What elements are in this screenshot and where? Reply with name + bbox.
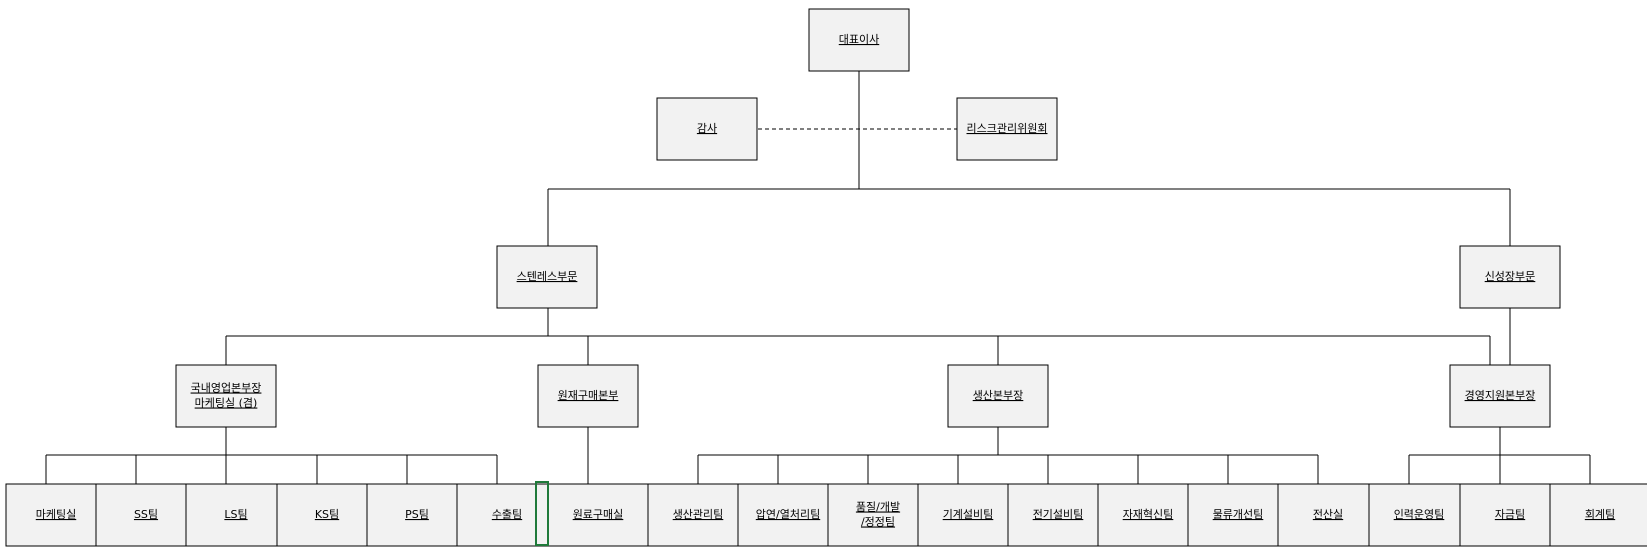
org-node-purchase: 원료구매실 bbox=[547, 483, 649, 547]
org-node-rolling: 압연/열처리팀 bbox=[737, 483, 839, 547]
org-node-label: 인력운영팀 bbox=[1394, 508, 1445, 521]
org-node-label: LS팀 bbox=[224, 508, 247, 521]
org-node-prodmgmt: 생산관리팀 bbox=[647, 483, 749, 547]
org-node-audit: 감사 bbox=[656, 97, 758, 161]
org-node-label: 전산실 bbox=[1313, 508, 1343, 521]
org-node-box bbox=[656, 97, 758, 161]
org-node-label: 생산본부장 bbox=[973, 389, 1024, 402]
org-node-label: 회계팀 bbox=[1585, 508, 1615, 521]
org-node-label: 압연/열처리팀 bbox=[756, 508, 820, 521]
org-node-label: 원재구매본부 bbox=[558, 389, 619, 402]
org-node-label: 자금팀 bbox=[1495, 508, 1525, 521]
org-node-label: 물류개선팀 bbox=[1213, 508, 1264, 521]
org-node-box bbox=[366, 483, 468, 547]
org-node-elec: 전기설비팀 bbox=[1007, 483, 1109, 547]
org-node-box bbox=[1549, 483, 1647, 547]
connector-lines bbox=[45, 71, 1591, 484]
org-node-label: 품질/개발 bbox=[856, 501, 900, 514]
org-node-label: 감사 bbox=[697, 122, 717, 135]
org-node-ceo: 대표이사 bbox=[808, 8, 910, 72]
org-node-label: 전기설비팀 bbox=[1033, 508, 1084, 521]
org-node-label: 마케팅실 bbox=[36, 508, 76, 521]
org-node-production: 생산본부장 bbox=[947, 364, 1049, 428]
org-node-finance: 자금팀 bbox=[1459, 483, 1561, 547]
org-node-ls: LS팀 bbox=[185, 483, 287, 547]
org-node-hr: 인력운영팀 bbox=[1368, 483, 1470, 547]
org-node-quality: 품질/개발/정정팀 bbox=[827, 483, 929, 547]
org-node-box bbox=[647, 483, 749, 547]
org-node-box bbox=[95, 483, 197, 547]
org-node-label: 마케팅실 (겸) bbox=[195, 397, 258, 410]
org-node-label: 생산관리팀 bbox=[673, 508, 724, 521]
org-node-label: 경영지원본부장 bbox=[1465, 389, 1536, 402]
org-node-box bbox=[537, 364, 639, 428]
org-node-box bbox=[175, 364, 277, 428]
org-node-box bbox=[5, 483, 107, 547]
org-node-ps: PS팀 bbox=[366, 483, 468, 547]
org-node-rawmat: 원재구매본부 bbox=[537, 364, 639, 428]
org-node-label: 국내영업본부장 bbox=[191, 382, 262, 395]
org-node-mgmt: 경영지원본부장 bbox=[1449, 364, 1551, 428]
org-node-box bbox=[1187, 483, 1289, 547]
org-node-label: 스텐레스부문 bbox=[517, 270, 578, 283]
org-node-label: 원료구매실 bbox=[573, 508, 624, 521]
org-node-marketing: 마케팅실 bbox=[5, 483, 107, 547]
org-node-label: SS팀 bbox=[134, 508, 158, 521]
org-node-newgrowth: 신성장부문 bbox=[1459, 245, 1561, 309]
org-node-box bbox=[1007, 483, 1109, 547]
org-node-box bbox=[827, 483, 929, 547]
org-node-ss: SS팀 bbox=[95, 483, 197, 547]
cell-selection-highlight bbox=[535, 481, 549, 546]
org-node-stainless: 스텐레스부문 bbox=[496, 245, 598, 309]
org-node-innov: 자재혁신팀 bbox=[1097, 483, 1199, 547]
org-node-logistics: 물류개선팀 bbox=[1187, 483, 1289, 547]
org-node-label: 대표이사 bbox=[839, 33, 879, 46]
org-node-risk: 리스크관리위원회 bbox=[956, 97, 1058, 161]
org-node-box bbox=[1449, 364, 1551, 428]
org-node-box bbox=[1459, 245, 1561, 309]
org-node-export: 수출팀 bbox=[456, 483, 558, 547]
org-node-box bbox=[276, 483, 378, 547]
org-node-box bbox=[917, 483, 1019, 547]
org-node-box bbox=[737, 483, 839, 547]
org-node-box bbox=[808, 8, 910, 72]
org-node-box bbox=[547, 483, 649, 547]
org-node-mech: 기계설비팀 bbox=[917, 483, 1019, 547]
org-node-box bbox=[1097, 483, 1199, 547]
org-node-label: 자재혁신팀 bbox=[1123, 508, 1174, 521]
org-node-box bbox=[947, 364, 1049, 428]
org-node-box bbox=[956, 97, 1058, 161]
org-node-label: 신성장부문 bbox=[1485, 270, 1536, 283]
org-node-label: KS팀 bbox=[315, 508, 339, 521]
org-node-accounting: 회계팀 bbox=[1549, 483, 1647, 547]
org-node-box bbox=[1368, 483, 1470, 547]
org-node-label: PS팀 bbox=[405, 508, 429, 521]
org-node-label: 수출팀 bbox=[492, 508, 522, 521]
org-node-ks: KS팀 bbox=[276, 483, 378, 547]
org-node-box bbox=[496, 245, 598, 309]
org-node-label: 리스크관리위원회 bbox=[967, 122, 1048, 135]
org-node-box bbox=[185, 483, 287, 547]
org-node-label: /정정팀 bbox=[861, 516, 895, 529]
org-node-box bbox=[456, 483, 558, 547]
org-node-it: 전산실 bbox=[1277, 483, 1379, 547]
org-node-label: 기계설비팀 bbox=[943, 508, 994, 521]
